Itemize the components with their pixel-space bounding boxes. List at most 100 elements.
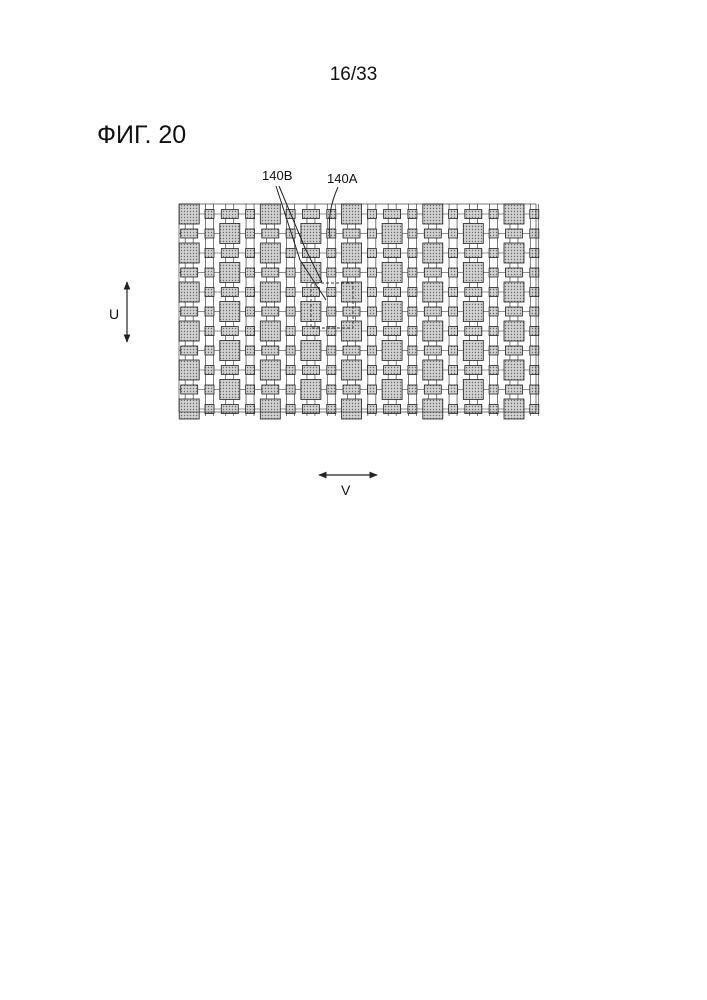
pad: [302, 327, 319, 336]
pad: [449, 210, 458, 219]
pad: [382, 341, 402, 361]
pad: [382, 302, 402, 322]
pad: [530, 385, 539, 394]
pad: [463, 263, 483, 283]
pad: [367, 346, 376, 355]
pad: [342, 204, 362, 224]
pad: [367, 268, 376, 277]
pad: [221, 210, 238, 219]
pad: [465, 249, 482, 258]
pad: [449, 385, 458, 394]
pad: [423, 360, 443, 380]
pad: [327, 268, 336, 277]
pad: [408, 366, 417, 375]
pad: [408, 346, 417, 355]
pad: [262, 229, 279, 238]
pad: [506, 268, 523, 277]
pad: [423, 282, 443, 302]
pad: [179, 399, 199, 419]
pad: [220, 380, 240, 400]
pad: [286, 327, 295, 336]
pad: [424, 346, 441, 355]
pad: [489, 327, 498, 336]
pad: [342, 399, 362, 419]
pad: [489, 229, 498, 238]
pad: [530, 268, 539, 277]
pad: [463, 302, 483, 322]
pad: [382, 224, 402, 244]
pad: [246, 249, 255, 258]
pad: [530, 346, 539, 355]
pad: [301, 224, 321, 244]
pad: [408, 229, 417, 238]
pad: [246, 229, 255, 238]
pad: [327, 249, 336, 258]
pad: [384, 288, 401, 297]
pad: [504, 282, 524, 302]
pad: [384, 327, 401, 336]
pad: [489, 288, 498, 297]
pad: [408, 268, 417, 277]
pad: [489, 385, 498, 394]
pad: [260, 360, 280, 380]
pad: [327, 366, 336, 375]
pad: [408, 327, 417, 336]
pad: [423, 399, 443, 419]
pad: [221, 327, 238, 336]
pad: [489, 268, 498, 277]
pad: [302, 210, 319, 219]
pad: [286, 385, 295, 394]
pad: [221, 288, 238, 297]
pad: [262, 385, 279, 394]
pad: [367, 229, 376, 238]
pad: [367, 366, 376, 375]
pad: [262, 346, 279, 355]
pad: [301, 341, 321, 361]
pad: [327, 210, 336, 219]
pad: [449, 249, 458, 258]
pad: [449, 288, 458, 297]
pad: [343, 307, 360, 316]
pad: [286, 288, 295, 297]
pad-pattern-array: [179, 204, 539, 419]
pad: [465, 366, 482, 375]
pad: [423, 321, 443, 341]
pad: [367, 288, 376, 297]
pad: [384, 210, 401, 219]
pad: [530, 288, 539, 297]
pad: [286, 307, 295, 316]
pad: [489, 346, 498, 355]
pad: [530, 210, 539, 219]
pad: [342, 282, 362, 302]
pad: [205, 210, 214, 219]
pad: [179, 282, 199, 302]
pad: [179, 321, 199, 341]
pad: [246, 210, 255, 219]
pad: [179, 243, 199, 263]
pad: [449, 346, 458, 355]
pad: [205, 249, 214, 258]
pad: [262, 268, 279, 277]
pad: [181, 268, 198, 277]
pad: [327, 288, 336, 297]
pad: [302, 366, 319, 375]
pad: [506, 307, 523, 316]
pad: [367, 249, 376, 258]
pad: [286, 268, 295, 277]
pad: [530, 327, 539, 336]
pad: [327, 346, 336, 355]
pad: [260, 321, 280, 341]
pad: [260, 282, 280, 302]
pad: [506, 385, 523, 394]
pad: [342, 243, 362, 263]
pad: [384, 249, 401, 258]
pad: [489, 249, 498, 258]
pad: [286, 346, 295, 355]
pad: [246, 268, 255, 277]
pad: [504, 399, 524, 419]
pad: [423, 243, 443, 263]
pad: [530, 366, 539, 375]
pad: [246, 346, 255, 355]
pad: [504, 204, 524, 224]
